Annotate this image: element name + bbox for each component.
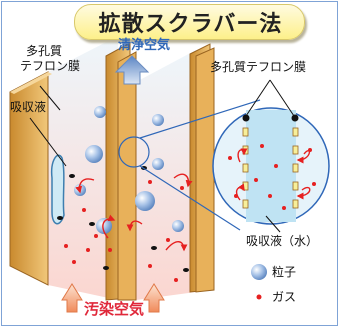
particle-icon (251, 264, 267, 280)
gas-dot-icon (256, 294, 262, 300)
label-membrane-left-line1: 多孔質 (26, 44, 63, 58)
zoom-inset (212, 107, 330, 225)
gas-dots (64, 180, 184, 282)
label-absorbent: 吸収液 (10, 100, 47, 114)
membrane-panel-right (189, 43, 215, 293)
legend-particle-label: 粒子 (272, 265, 297, 279)
diagram-title: 拡散スクラバー法 (98, 12, 283, 37)
membrane-panel-left (9, 71, 52, 286)
label-membrane-left-line2: テフロン膜 (20, 59, 81, 73)
dirty-air-arrows (61, 283, 165, 313)
absorbent-liquid (50, 154, 65, 225)
center-channel (136, 50, 196, 300)
label-dirty-air: 汚染空気 (84, 300, 145, 318)
label-clean-air: 清浄空気 (118, 38, 171, 53)
label-absorbent-water: 吸収液（水） (246, 234, 319, 248)
zoom-connector (118, 99, 261, 231)
leader-lines (29, 79, 295, 233)
title-banner (74, 4, 305, 40)
clean-air-arrow (114, 55, 150, 85)
left-channel (48, 36, 118, 300)
legend-gas-label: ガス (272, 290, 297, 304)
gas-diffusion-arrows (75, 173, 193, 252)
channel-particles (74, 106, 184, 234)
label-membrane-right: 多孔質テフロン膜 (210, 60, 307, 74)
